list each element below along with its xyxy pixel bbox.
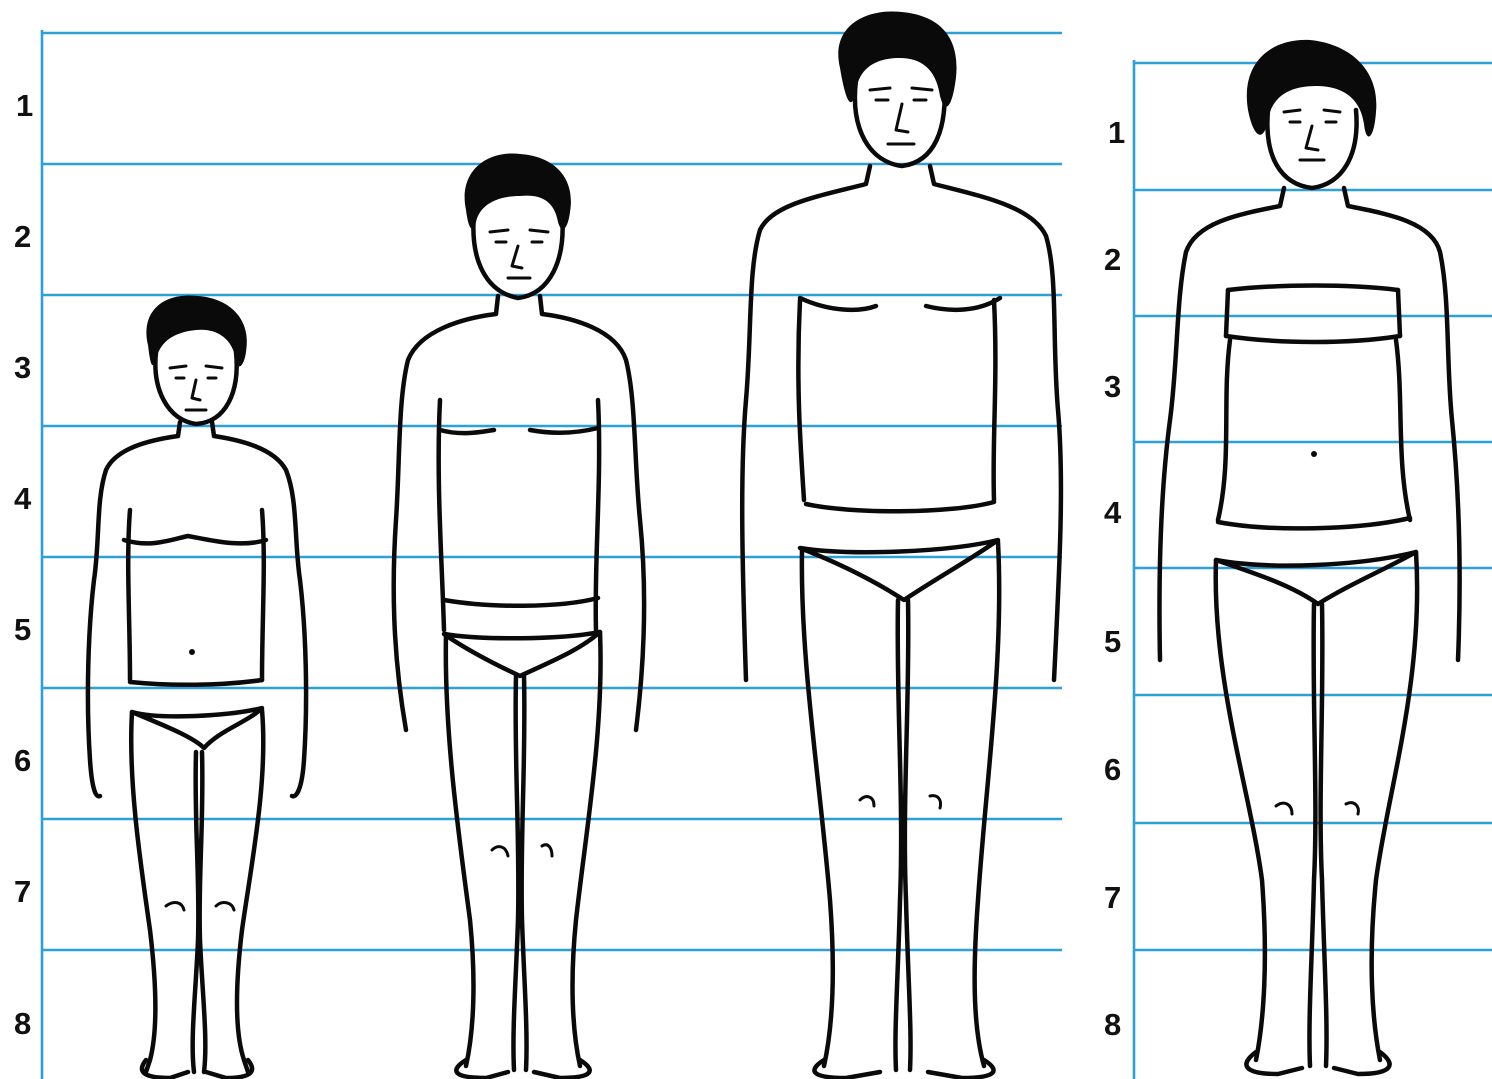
left-scale-label: 5 bbox=[14, 612, 31, 647]
right-scale-label: 2 bbox=[1104, 242, 1121, 277]
child-navel bbox=[189, 649, 195, 655]
woman-face bbox=[1284, 110, 1340, 160]
teen-chest bbox=[440, 428, 598, 433]
right-scale-label: 4 bbox=[1104, 495, 1122, 530]
teen-legs-inner bbox=[513, 676, 526, 1070]
woman-legs-inner bbox=[1309, 604, 1326, 1066]
left-scale-label: 7 bbox=[14, 874, 31, 909]
woman-body-outline bbox=[1159, 188, 1459, 660]
left-scale-label: 8 bbox=[14, 1006, 31, 1041]
child-legs-inner bbox=[193, 752, 206, 1072]
teen-feet bbox=[456, 1060, 589, 1078]
woman-top-sides bbox=[1226, 290, 1400, 336]
left-scale-label: 4 bbox=[14, 481, 32, 516]
right-scale-label: 5 bbox=[1104, 624, 1121, 659]
right-scale-label: 3 bbox=[1104, 369, 1121, 404]
right-scale-label: 1 bbox=[1108, 115, 1125, 150]
woman-feet bbox=[1246, 1052, 1389, 1074]
teen-body-outline bbox=[394, 296, 644, 730]
teen-briefs bbox=[444, 632, 600, 676]
child-feet bbox=[142, 1060, 252, 1078]
child-briefs bbox=[132, 708, 262, 748]
teen-head bbox=[473, 214, 562, 298]
left-scale-labels: 1 2 3 4 5 6 7 8 bbox=[14, 88, 33, 1041]
child-head bbox=[155, 352, 236, 424]
man-chest bbox=[800, 298, 1000, 310]
woman-briefs bbox=[1216, 552, 1416, 604]
child-face bbox=[170, 366, 222, 410]
man-head bbox=[855, 80, 945, 166]
right-scale-label: 8 bbox=[1104, 1007, 1121, 1042]
child-chest bbox=[124, 536, 266, 543]
woman-figure bbox=[1159, 40, 1459, 1074]
man-face bbox=[870, 88, 932, 144]
man-figure bbox=[742, 11, 1061, 1078]
teen-face bbox=[490, 230, 548, 278]
child-hair bbox=[146, 295, 246, 366]
man-torso-sides bbox=[798, 300, 995, 500]
man-briefs bbox=[800, 540, 998, 600]
left-scale-label: 2 bbox=[14, 219, 31, 254]
left-scale-label: 6 bbox=[14, 743, 31, 778]
man-body-outline bbox=[742, 166, 1061, 680]
child-waist bbox=[130, 680, 262, 685]
left-scale-label: 3 bbox=[14, 350, 31, 385]
right-scale-label: 6 bbox=[1104, 752, 1121, 787]
left-scale-label: 1 bbox=[16, 88, 33, 123]
man-legs-inner bbox=[895, 600, 910, 1070]
teen-waist bbox=[444, 598, 598, 606]
man-feet bbox=[814, 1060, 993, 1078]
woman-navel bbox=[1311, 451, 1317, 457]
teen-figure bbox=[394, 154, 644, 1078]
man-waist bbox=[806, 502, 994, 511]
right-scale-label: 7 bbox=[1104, 880, 1121, 915]
woman-torso-sides bbox=[1218, 340, 1410, 520]
woman-top bbox=[1226, 286, 1400, 343]
right-scale-labels: 1 2 3 4 5 6 7 8 bbox=[1104, 115, 1125, 1042]
woman-waist bbox=[1218, 518, 1410, 528]
